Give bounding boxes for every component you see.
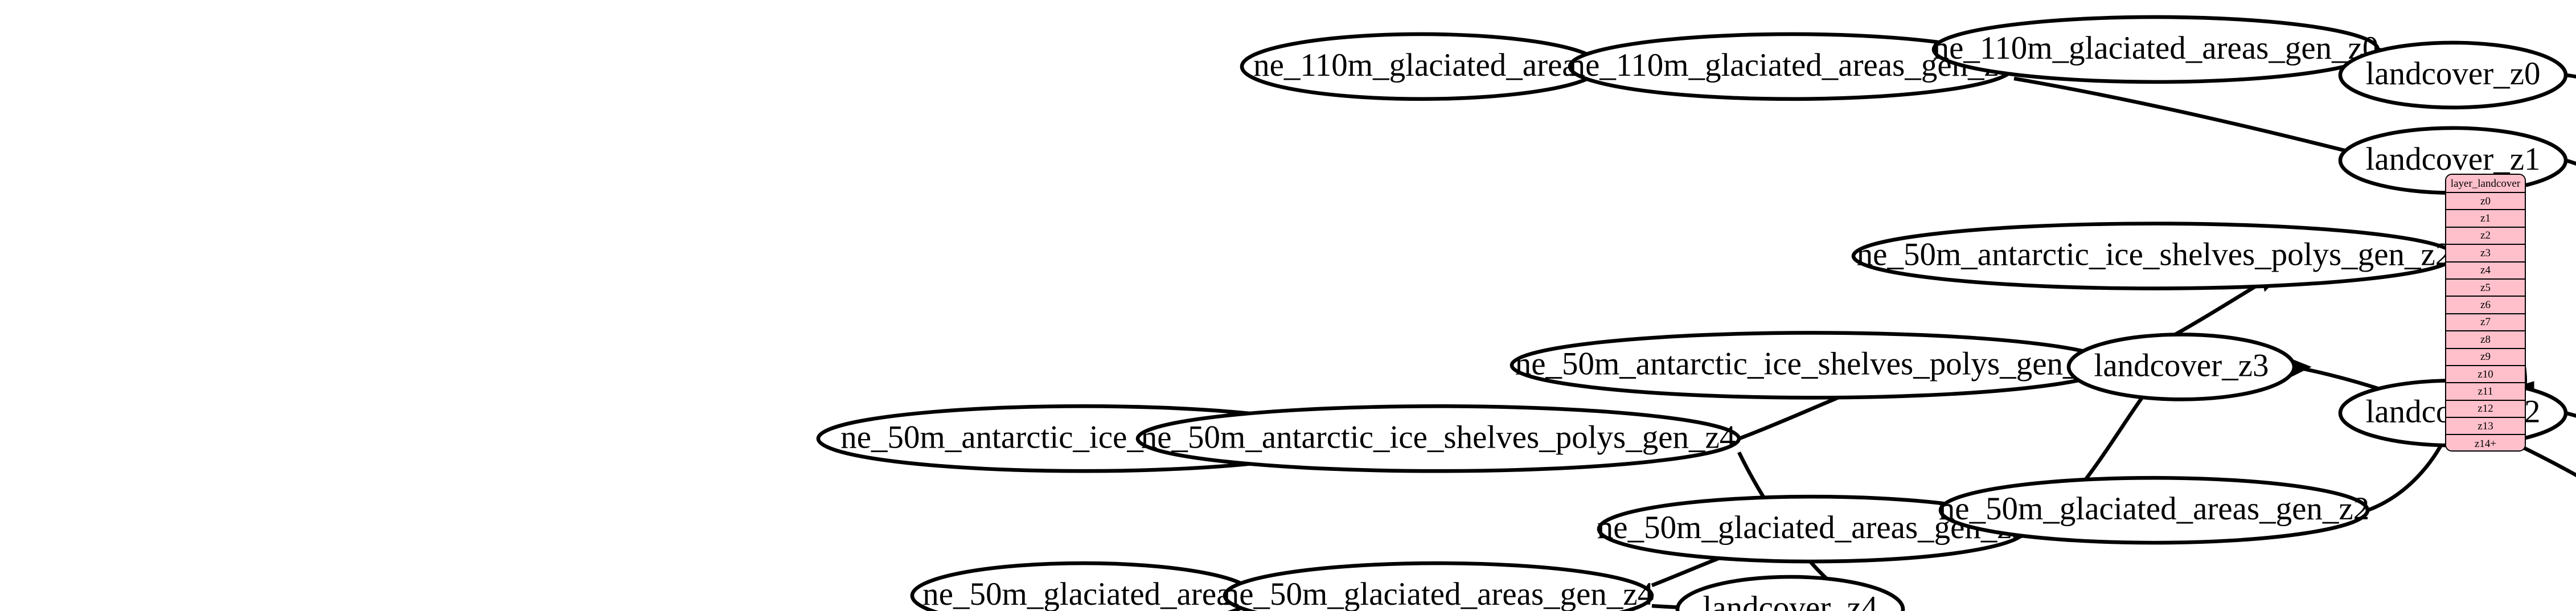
- graph-node-ne_110m_glaciated_areas[interactable]: ne_110m_glaciated_areas: [1240, 32, 1603, 101]
- graph-node-ne_110m_glaciated_areas_gen_z0[interactable]: ne_110m_glaciated_areas_gen_z0: [1931, 15, 2380, 84]
- graph-node-ne_110m_glaciated_areas_gen_z1[interactable]: ne_110m_glaciated_areas_gen_z1: [1568, 32, 2016, 101]
- node-shape: [1135, 404, 1741, 473]
- record-cell-z4[interactable]: z4: [2446, 262, 2525, 280]
- node-label: landcover_z3: [2094, 347, 2269, 383]
- record-cell-z9[interactable]: z9: [2446, 348, 2525, 366]
- node-label: landcover_z0: [2365, 56, 2540, 92]
- graph-node-landcover_z3[interactable]: landcover_z3: [2066, 333, 2296, 401]
- graph-node-ne_50m_antarctic_ice_shelves_polys_gen_z3[interactable]: ne_50m_antarctic_ice_shelves_polys_gen_z…: [1509, 331, 2115, 400]
- node-label: ne_50m_glaciated_areas_gen_z4: [1223, 576, 1654, 611]
- node-label: ne_110m_glaciated_areas: [1253, 47, 1589, 83]
- node-shape: [2338, 40, 2568, 110]
- record-cell-z5[interactable]: z5: [2446, 279, 2525, 297]
- record-cell-z2[interactable]: z2: [2446, 227, 2525, 245]
- record-cell-z10[interactable]: z10: [2446, 366, 2525, 384]
- graph-node-ne_50m_antarctic_ice_shelves_polys_gen_z4[interactable]: ne_50m_antarctic_ice_shelves_polys_gen_z…: [1135, 404, 1741, 473]
- nodes-layer: imposm3osm_landcover_polygonsimplify_vw_…: [816, 15, 2568, 611]
- graph-node-ne_50m_glaciated_areas_gen_z2[interactable]: ne_50m_glaciated_areas_gen_z2: [1938, 475, 2370, 545]
- node-label: landcover_z4: [1703, 590, 1877, 611]
- record-cell-z7[interactable]: z7: [2446, 314, 2525, 332]
- graph-node-landcover_z0[interactable]: landcover_z0: [2338, 40, 2568, 110]
- record-cell-z0[interactable]: z0: [2446, 193, 2525, 211]
- graph-node-ne_50m_glaciated_areas_gen_z4[interactable]: ne_50m_glaciated_areas_gen_z4: [1223, 561, 1654, 611]
- record-cell-z3[interactable]: z3: [2446, 245, 2525, 263]
- record-cell-z12[interactable]: z12: [2446, 400, 2525, 419]
- node-shape: [1675, 575, 1905, 611]
- graph-node-ne_50m_glaciated_areas[interactable]: ne_50m_glaciated_areas: [910, 561, 1256, 611]
- record-cell-z11[interactable]: z11: [2446, 383, 2525, 401]
- node-shape: [1938, 475, 2370, 545]
- record-cell-z6[interactable]: z6: [2446, 297, 2525, 314]
- node-label: ne_50m_glaciated_areas: [922, 576, 1243, 611]
- node-shape: [2066, 333, 2296, 401]
- record-cell-z1[interactable]: z1: [2446, 210, 2525, 228]
- node-shape: [1223, 561, 1654, 611]
- record-cell-z14plus[interactable]: z14+: [2446, 435, 2525, 450]
- node-label: landcover_z1: [2365, 141, 2540, 177]
- graph-node-ne_50m_antarctic_ice_shelves_polys_gen_z2[interactable]: ne_50m_antarctic_ice_shelves_polys_gen_z…: [1851, 222, 2457, 290]
- node-label: ne_50m_glaciated_areas_gen_z2: [1939, 491, 2369, 527]
- graph-node-landcover_z4[interactable]: landcover_z4: [1675, 575, 1905, 611]
- record-header: layer_landcover: [2446, 175, 2525, 193]
- node-label: ne_50m_antarctic_ice_shelves_polys_gen_z…: [1515, 346, 2110, 382]
- node-label: ne_110m_glaciated_areas_gen_z0: [1933, 30, 2379, 66]
- record-cell-z8[interactable]: z8: [2446, 331, 2525, 349]
- node-label: ne_50m_antarctic_ice_shelves_polys_gen_z…: [1141, 419, 1736, 455]
- record-cell-z13[interactable]: z13: [2446, 418, 2525, 436]
- node-label: ne_50m_antarctic_ice_shelves_polys_gen_z…: [1857, 237, 2452, 273]
